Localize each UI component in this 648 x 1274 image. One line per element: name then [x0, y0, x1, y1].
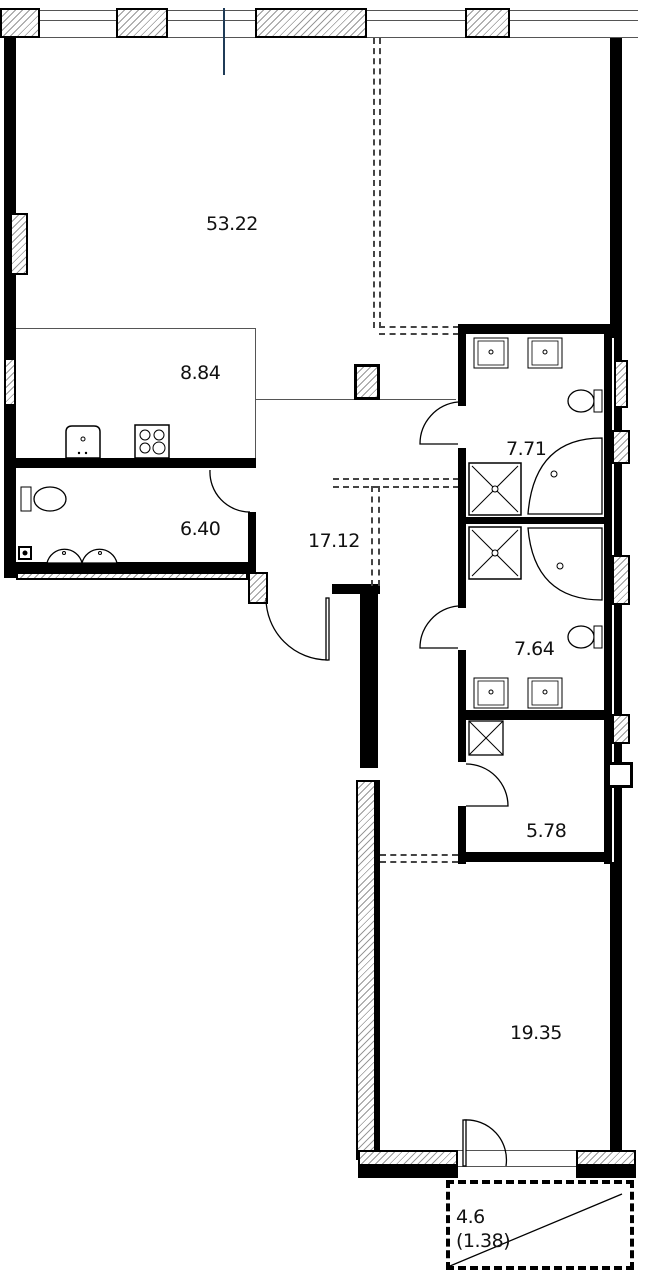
- zone-line: [379, 326, 459, 328]
- wall-corridor-inner: [374, 780, 380, 1160]
- wall-bedroom-bottom-right: [576, 1150, 636, 1166]
- toilet-icon: [567, 625, 603, 649]
- washbasin-icon: [473, 677, 563, 709]
- top-pier: [116, 8, 168, 38]
- wall-entry-right: [332, 584, 380, 594]
- zone-line: [333, 486, 459, 488]
- shower-icon: [468, 526, 522, 580]
- wall-bath-left: [458, 324, 466, 406]
- washbasin-icon: [473, 337, 563, 369]
- wall-bath-left: [458, 448, 466, 608]
- zone-line: [380, 854, 458, 856]
- room-area-living: 53.22: [206, 213, 258, 235]
- shaft-icon: [468, 720, 504, 756]
- zone-line: [378, 486, 380, 586]
- wall-bedroom-right: [610, 862, 622, 1154]
- balcony-door-sill: [458, 1150, 576, 1151]
- ventilation-shaft: [354, 364, 380, 400]
- top-pier: [255, 8, 367, 38]
- wall-left-niche: [10, 213, 28, 275]
- wall-kitchen-bottom: [16, 458, 256, 468]
- zone-line: [373, 38, 375, 328]
- wall-right-top: [610, 38, 622, 338]
- wall-storage-bottom: [458, 852, 610, 862]
- room-area-balcony-reduced: (1.38): [456, 1230, 511, 1252]
- stove-icon: [134, 424, 170, 459]
- wall-bedroom-bottom-left: [358, 1166, 458, 1178]
- wall-wc-right: [248, 512, 256, 572]
- wall-wc-bottom-ext: [16, 572, 248, 580]
- kitchen-zone-line: [255, 328, 256, 458]
- wall-bedroom-bottom-right: [576, 1166, 636, 1178]
- room-area-storage: 5.78: [526, 820, 567, 842]
- utility-riser: [612, 555, 630, 605]
- room-area-bath2: 7.64: [514, 638, 555, 660]
- bathtub-icon: [527, 527, 603, 601]
- room-area-hall: 17.12: [308, 530, 360, 552]
- bathtub-icon: [527, 437, 603, 515]
- wall-storage-left: [458, 720, 466, 762]
- utility-riser: [612, 430, 630, 464]
- wall-bath-left: [458, 650, 466, 720]
- utility-box: [607, 762, 633, 788]
- wall-bedroom-bottom-left: [358, 1150, 458, 1166]
- zone-line: [379, 38, 381, 328]
- kitchen-zone-line: [16, 328, 256, 329]
- zone-line: [379, 333, 459, 335]
- room-area-kitchen: 8.84: [180, 362, 221, 384]
- room-area-bath1: 7.71: [506, 438, 547, 460]
- zone-line: [380, 861, 458, 863]
- wall-entry-left: [248, 572, 268, 604]
- room-area-balcony: 4.6: [456, 1206, 485, 1228]
- wall-right-window: [614, 360, 628, 408]
- toilet-icon: [20, 486, 67, 512]
- toilet-icon: [567, 389, 603, 413]
- balcony-outline: [446, 1180, 634, 1270]
- top-pier-right: [465, 8, 510, 38]
- window-mullion: [223, 8, 225, 75]
- washbasin-icon: [46, 548, 118, 564]
- shower-icon: [468, 462, 522, 516]
- top-pier-left: [0, 8, 40, 38]
- utility-riser: [612, 714, 630, 744]
- zone-line: [333, 478, 459, 480]
- wall-wc-bottom: [16, 562, 248, 572]
- zone-line: [371, 486, 373, 586]
- wall-bath-right: [604, 334, 612, 864]
- balcony-door-sill: [458, 1166, 576, 1167]
- wall-bath-divider: [458, 517, 610, 524]
- room-area-wc: 6.40: [180, 518, 221, 540]
- wall-bath-top: [458, 324, 614, 334]
- wall-storage-left: [458, 806, 466, 864]
- wall-left: [4, 38, 16, 578]
- kitchen-sink-icon: [65, 425, 101, 459]
- wall-corridor-left: [360, 584, 378, 768]
- riser-icon: [18, 546, 32, 560]
- room-area-bedroom: 19.35: [510, 1022, 562, 1044]
- wall-bath2-bottom: [458, 710, 610, 720]
- wall-left-window: [4, 358, 16, 406]
